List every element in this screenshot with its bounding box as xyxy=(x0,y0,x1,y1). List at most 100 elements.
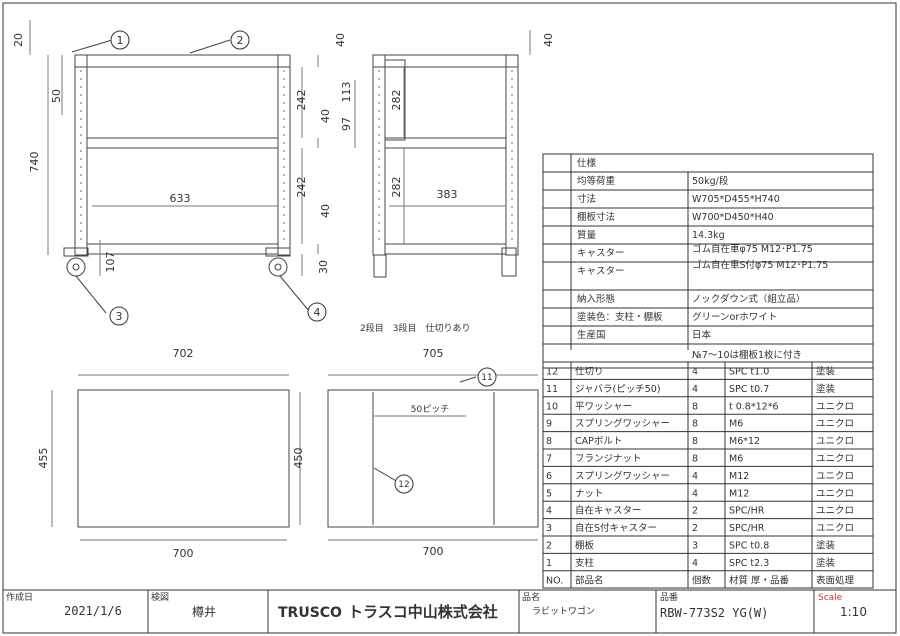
checked-value: 樽井 xyxy=(192,604,216,619)
parts-no: 3 xyxy=(546,523,552,534)
parts-no: 5 xyxy=(546,488,552,499)
parts-no: 10 xyxy=(546,401,558,412)
parts-qty: 8 xyxy=(692,419,698,430)
parts-material: SPC t2.3 xyxy=(729,558,769,569)
plan-right-top: 705 xyxy=(423,347,444,360)
dim-30: 30 xyxy=(317,260,330,274)
plan-right-balloons xyxy=(394,367,497,494)
parts-material: t 0.8*12*6 xyxy=(729,401,779,412)
plan-left-side: 455 xyxy=(37,448,50,469)
parts-no: 8 xyxy=(546,436,552,447)
spec-row-value: グリーンorホワイト xyxy=(692,311,777,323)
checked-label: 検図 xyxy=(151,591,169,603)
side-view xyxy=(354,30,531,278)
parts-name: 部品名 xyxy=(575,574,604,586)
parts-no: NO. xyxy=(546,575,563,586)
shelf-note: 2段目 3段目 仕切りあり xyxy=(360,322,470,334)
spec-row-value: 14.3kg xyxy=(692,230,725,241)
side-dim-113: 113 xyxy=(340,82,353,103)
front-balloons xyxy=(109,30,327,326)
parts-material: SPC t0.8 xyxy=(729,541,769,552)
parts-no: 7 xyxy=(546,454,552,465)
parts-name: 支柱 xyxy=(575,557,595,569)
parts-material: SPC t0.7 xyxy=(729,384,769,395)
spec-note: №7～10は棚板1枚に付き xyxy=(692,349,802,361)
parts-name: スプリングワッシャー xyxy=(575,418,670,430)
dim-633: 633 xyxy=(170,192,191,205)
parts-finish: ユニクロ xyxy=(816,401,854,412)
spec-row-label: 棚板寸法 xyxy=(577,211,615,223)
parts-no: 4 xyxy=(546,506,552,517)
parts-finish: 塗装 xyxy=(816,383,836,395)
plan-left-top: 702 xyxy=(173,347,194,360)
parts-name: スプリングワッシャー xyxy=(575,470,670,482)
spec-row-label: 生産国 xyxy=(577,329,606,341)
spec-row-label: 塗装色：支柱・棚板 xyxy=(577,311,663,323)
parts-no: 9 xyxy=(546,419,552,430)
plan-right-side: 450 xyxy=(292,448,305,469)
spec-row-value: ゴム自在車S付φ75 M12･P1.75 xyxy=(692,259,828,271)
parts-qty: 4 xyxy=(692,488,698,499)
parts-no: 6 xyxy=(546,471,552,482)
parts-finish: ユニクロ xyxy=(816,436,854,447)
side-dim-40: 40 xyxy=(542,33,555,47)
balloon-4: 4 xyxy=(314,306,321,319)
spec-row-value: 日本 xyxy=(692,329,712,341)
parts-name: CAPボルト xyxy=(575,436,622,447)
dim-20: 20 xyxy=(12,33,25,47)
parts-material: 材質 厚・品番 xyxy=(729,574,790,586)
plan-right-bottom: 700 xyxy=(423,545,444,558)
balloon-1: 1 xyxy=(117,34,124,47)
parts-name: 棚板 xyxy=(575,540,595,552)
created-label: 作成日 xyxy=(6,591,33,603)
dim-40-a: 40 xyxy=(319,109,332,123)
spec-row-value: 50kg/段 xyxy=(692,175,729,187)
product-code-label: 品番 xyxy=(660,591,678,603)
side-dim-383: 383 xyxy=(437,188,458,201)
spec-row-value: ノックダウン式（組立品） xyxy=(692,293,805,305)
parts-qty: 3 xyxy=(692,541,698,552)
parts-material: SPC/HR xyxy=(729,523,765,534)
created-value: 2021/1/6 xyxy=(64,604,122,618)
dim-242-a: 242 xyxy=(295,90,308,111)
parts-name: 自在S付キャスター xyxy=(575,522,657,534)
parts-finish: ユニクロ xyxy=(816,506,854,517)
parts-no: 1 xyxy=(546,558,552,569)
dim-40-b: 40 xyxy=(319,204,332,218)
parts-finish: ユニクロ xyxy=(816,523,854,534)
parts-material: M12 xyxy=(729,471,749,482)
side-dim-282-a: 282 xyxy=(390,90,403,111)
parts-material: SPC t1.0 xyxy=(729,367,769,378)
spec-row-label: キャスター xyxy=(577,266,625,277)
parts-material: SPC/HR xyxy=(729,506,765,517)
spec-row-label: 納入形態 xyxy=(577,293,615,305)
balloon-2: 2 xyxy=(237,34,244,47)
parts-finish: ユニクロ xyxy=(816,419,854,430)
parts-qty: 4 xyxy=(692,558,698,569)
parts-name: 自在キャスター xyxy=(575,505,642,517)
plan-left-bottom: 700 xyxy=(173,547,194,560)
plan-left xyxy=(51,374,301,541)
dim-242-b: 242 xyxy=(295,177,308,198)
dim-50: 50 xyxy=(50,89,63,103)
balloon-3: 3 xyxy=(116,310,123,323)
dim-107: 107 xyxy=(104,252,117,273)
side-dim-282-b: 282 xyxy=(390,177,403,198)
spec-row-value: W705*D455*H740 xyxy=(692,194,780,205)
parts-qty: 4 xyxy=(692,367,698,378)
parts-finish: 塗装 xyxy=(816,540,836,552)
pitch-label: 50ピッチ xyxy=(411,404,449,415)
spec-row-label: キャスター xyxy=(577,248,625,259)
spec-row-label: 質量 xyxy=(577,229,597,241)
spec-header: 仕様 xyxy=(577,157,597,169)
title-block xyxy=(147,590,815,633)
balloon-12: 12 xyxy=(398,480,409,490)
parts-qty: 8 xyxy=(692,454,698,465)
parts-finish: 塗装 xyxy=(816,366,836,378)
parts-material: M6 xyxy=(729,454,743,465)
parts-finish: ユニクロ xyxy=(816,471,854,482)
parts-name: フランジナット xyxy=(575,454,642,465)
parts-finish: ユニクロ xyxy=(816,454,854,465)
spec-row-value: ゴム自在車φ75 M12･P1.75 xyxy=(692,243,813,255)
